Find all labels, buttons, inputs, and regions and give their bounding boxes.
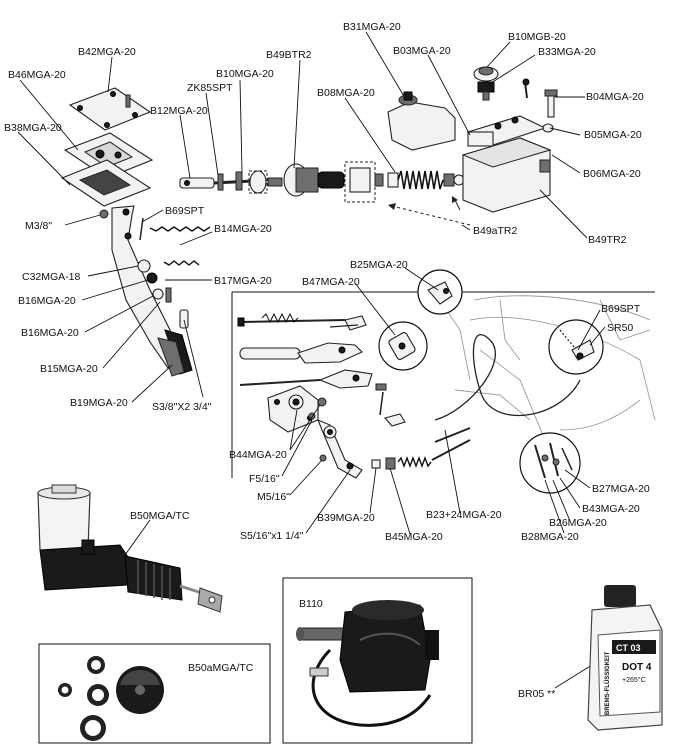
b50mga-master-cylinder	[37, 484, 223, 613]
label-b44mga-20: B44MGA-20	[229, 449, 287, 461]
pivot-bracket	[267, 383, 406, 479]
label-b25mga-20: B25MGA-20	[350, 259, 408, 271]
label-b47mga-20: B47MGA-20	[302, 276, 360, 288]
bottle-temp: +265°C	[622, 676, 646, 684]
label-s5-16x1-1-4: S5/16"x1 1/4"	[240, 530, 304, 542]
label-zk85spt: ZK85SPT	[187, 82, 233, 94]
label-b42mga-20: B42MGA-20	[78, 46, 136, 58]
label-b110: B110	[299, 598, 323, 610]
return-spring	[397, 170, 444, 190]
label-b38mga-20: B38MGA-20	[4, 122, 62, 134]
label-b08mga-20: B08MGA-20	[317, 87, 375, 99]
label-b39mga-20: B39MGA-20	[317, 512, 375, 524]
label-b17mga-20: B17MGA-20	[214, 275, 272, 287]
label-b31mga-20: B31MGA-20	[343, 21, 401, 33]
bottle-dot-rating: DOT 4	[622, 662, 652, 673]
label-b27mga-20: B27MGA-20	[592, 483, 650, 495]
label-sr50: SR50	[607, 322, 633, 334]
label-br05: BR05 **	[518, 688, 555, 700]
label-m5-16: M5/16"	[257, 491, 290, 503]
pedal-box-cover	[60, 87, 154, 207]
label-b15mga-20: B15MGA-20	[40, 363, 98, 375]
label-b16mga-20-b: B16MGA-20	[21, 327, 79, 339]
adjuster-parts	[371, 439, 471, 470]
label-m3-8: M3/8"	[25, 220, 52, 232]
master-cylinder-assembly	[60, 66, 558, 226]
servo-unit	[296, 600, 439, 727]
label-b46mga-20: B46MGA-20	[8, 69, 66, 81]
label-b69spt-top: B69SPT	[165, 205, 205, 217]
servo-frame	[282, 577, 473, 744]
label-b10mga-20: B10MGA-20	[216, 68, 274, 80]
label-b45mga-20: B45MGA-20	[385, 531, 443, 543]
label-b04mga-20: B04MGA-20	[586, 91, 644, 103]
label-b03mga-20: B03MGA-20	[393, 45, 451, 57]
label-b14mga-20: B14MGA-20	[214, 223, 272, 235]
clutch-cable	[434, 333, 581, 421]
label-s3-8x2-3-4: S3/8"X2 3/4"	[152, 401, 212, 413]
brake-fluid-bottle: CT 03 DOT 4 +265°C BREMS-FLÜSSIGKEIT	[587, 585, 663, 731]
label-f5-16: F5/16"	[249, 473, 280, 485]
label-b10mgb-20: B10MGB-20	[508, 31, 566, 43]
label-b50amga-tc: B50aMGA/TC	[188, 662, 254, 674]
label-b12mga-20: B12MGA-20	[150, 105, 208, 117]
label-b33mga-20: B33MGA-20	[538, 46, 596, 58]
filler-cap	[473, 66, 558, 133]
reservoir-tank	[387, 91, 456, 151]
label-b06mga-20: B06MGA-20	[583, 168, 641, 180]
label-b28mga-20: B28MGA-20	[521, 531, 579, 543]
master-cylinder-body	[461, 115, 552, 213]
pushrod-parts	[179, 170, 283, 194]
seal-kit-parts	[58, 656, 164, 741]
part-labels: B31MGA-20 B10MGB-20 B42MGA-20 B03MGA-20 …	[4, 21, 650, 700]
seal-kit-frame	[38, 643, 271, 744]
pedal-assembly	[99, 205, 211, 377]
assembly-arrow	[391, 205, 471, 226]
label-b43mga-20: B43MGA-20	[582, 503, 640, 515]
linkage-rods	[237, 312, 373, 389]
piston-section	[283, 161, 399, 203]
label-b16mga-20-a: B16MGA-20	[18, 295, 76, 307]
bottle-side-text: BREMS-FLÜSSIGKEIT	[604, 651, 611, 715]
label-b26mga-20: B26MGA-20	[549, 517, 607, 529]
bottle-brand: CT 03	[616, 643, 641, 653]
label-b69spt-right: B69SPT	[601, 303, 641, 315]
label-b50mga-tc: B50MGA/TC	[130, 510, 190, 522]
label-c32mga-18: C32MGA-18	[22, 271, 81, 283]
label-b49btr2: B49BTR2	[266, 49, 312, 61]
label-b49atr2: B49aTR2	[473, 225, 518, 237]
label-b19mga-20: B19MGA-20	[70, 397, 128, 409]
callout-circles	[378, 269, 604, 494]
label-b23-24mga-20: B23+24MGA-20	[426, 509, 502, 521]
leader-lines	[17, 31, 606, 689]
label-b49tr2: B49TR2	[588, 234, 627, 246]
label-b05mga-20: B05MGA-20	[584, 129, 642, 141]
